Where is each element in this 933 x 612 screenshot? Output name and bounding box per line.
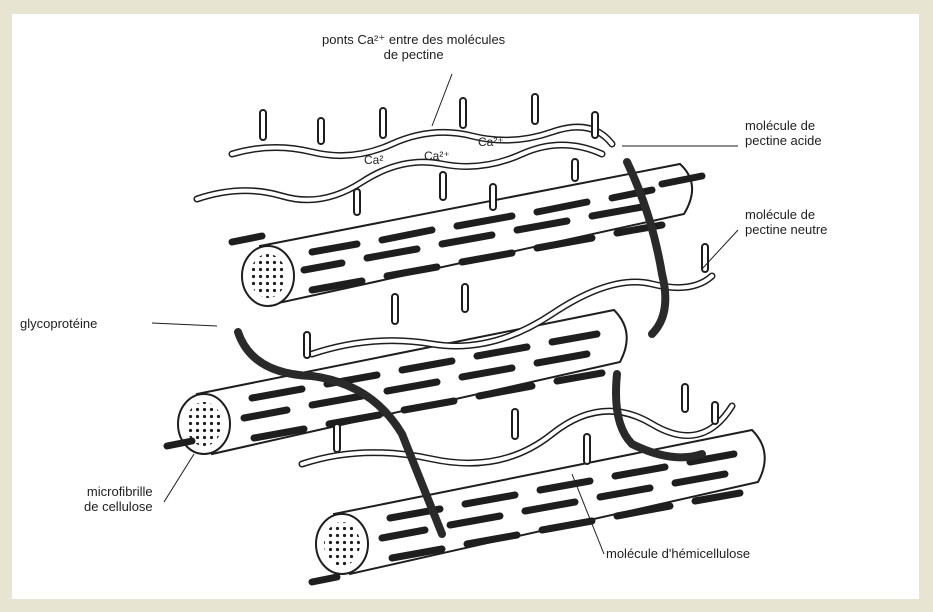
label-acid-pectin: molécule de pectine acide	[745, 118, 822, 148]
ca-ion-1: Ca²	[364, 153, 383, 167]
label-glycoprotein: glycoprotéine	[20, 316, 97, 331]
ca-ion-3: Ca²⁺	[478, 135, 504, 149]
label-ca-bridges: ponts Ca²⁺ entre des molécules de pectin…	[322, 32, 505, 62]
label-microfibril: microfibrille de cellulose	[84, 484, 153, 514]
diagram-sheet: Ca² Ca²⁺ Ca²⁺	[12, 14, 919, 599]
ca-ion-2: Ca²⁺	[424, 149, 450, 163]
label-hemicellulose: molécule d'hémicellulose	[606, 546, 750, 561]
label-neutral-pectin: molécule de pectine neutre	[745, 207, 827, 237]
